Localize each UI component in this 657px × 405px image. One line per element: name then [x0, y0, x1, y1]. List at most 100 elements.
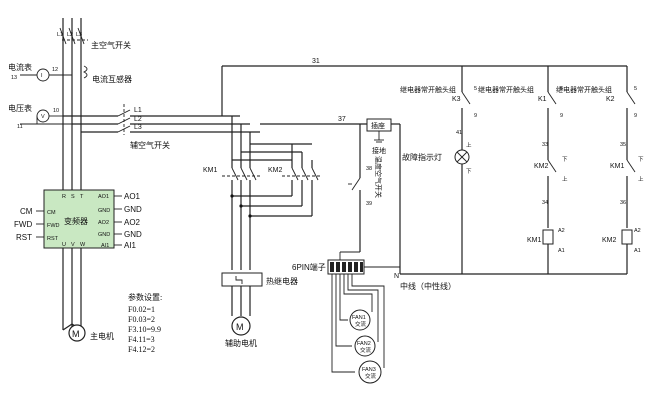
interlock-km2: KM2 [534, 163, 549, 170]
vfd-term-t: T [80, 194, 84, 200]
aux-l1-label: L1 [134, 107, 142, 114]
vfd-ctrl-ao1: AO1 [124, 192, 141, 201]
wire-11: 11 [17, 124, 23, 130]
vfd-term-s: S [71, 194, 75, 200]
relay-header-3: 继电器常开触头组 [556, 85, 612, 94]
neutral-letter: N [394, 273, 399, 280]
wire-39: 39 [366, 201, 372, 207]
relay-branch-fault-lamp: 继电器常开触头组 K3 5 9 41 故障指示灯 上 下 [400, 66, 477, 274]
vfd-left-rst: RST [47, 236, 59, 242]
vfd-ctrl-fwd: FWD [14, 220, 32, 229]
wire-9-c: 9 [634, 113, 637, 119]
aux-breaker-label: 辅空气开关 [130, 140, 170, 150]
ammeter-label: 电流表 [8, 62, 32, 72]
km2-branch-up: 上 [638, 175, 644, 183]
param-3: F3.10=9.9 [128, 325, 161, 334]
relay-branch-km2: 继电器常开触头组 K2 5 9 35 KM1 下 上 36 KM2 A2 A1 [556, 66, 644, 274]
control-wire-31: 31 [221, 58, 627, 116]
relay-branch-km1: 继电器常开触头组 K1 5 9 33 KM2 下 上 34 KM1 A2 A1 [478, 66, 568, 274]
vfd-ctrl-rst: RST [16, 233, 32, 242]
vfd-term-r: R [62, 194, 66, 200]
vfd-right-ao1: AO1 [98, 194, 109, 200]
wire-5-a: 5 [474, 86, 477, 92]
relay-id-k1: K1 [538, 96, 547, 103]
wire-37: 37 [338, 116, 346, 123]
km1-branch-up: 上 [562, 175, 568, 183]
phase-l1-label: L1 [57, 32, 63, 38]
wire-13: 13 [11, 75, 17, 81]
aux-breaker: L1 L2 L3 辅空气开关 [63, 104, 260, 150]
svg-text:M: M [72, 329, 80, 339]
fan3-label: FAN3 [362, 367, 376, 373]
fault-lamp-label: 故障指示灯 [402, 152, 442, 162]
wire-35: 35 [620, 142, 626, 148]
main-motor: M 主电机 [62, 323, 114, 342]
ground-label: 接地 [372, 146, 386, 155]
wire-38: 38 [366, 166, 372, 172]
coil-km1: KM1 [527, 237, 542, 244]
vfd-right-ao2: AO2 [98, 220, 109, 226]
control-wire-37: 37 38 39 温度空气开关 [260, 116, 383, 252]
param-2: F0.03=2 [128, 315, 155, 324]
terminal-block: 6PIN端子 [292, 251, 400, 373]
relay-id-k2: K2 [606, 96, 615, 103]
fan3-ac: 交流 [365, 372, 377, 380]
vfd-term-w: W [80, 242, 86, 248]
terminal-block-label: 6PIN端子 [292, 262, 326, 272]
fan1-ac: 交流 [355, 320, 367, 328]
km1-label: KM1 [203, 167, 218, 174]
wire-36: 36 [620, 200, 626, 206]
wire-9-a: 9 [474, 113, 477, 119]
wire-31: 31 [312, 58, 320, 65]
param-1: F0.02=1 [128, 305, 155, 314]
vfd-right-gnd2: GND [98, 232, 110, 238]
wire-5-b: 5 [560, 86, 563, 92]
lamp-down: 下 [466, 168, 472, 175]
vfd-ctrl-cm: CM [20, 207, 33, 216]
main-phase-lines [62, 18, 82, 330]
svg-text:V: V [41, 114, 45, 120]
wire-41: 41 [456, 130, 462, 136]
aux-motor-label: 辅助电机 [225, 338, 257, 348]
vfd-name: 变频器 [64, 216, 88, 226]
fan2-ac: 交流 [360, 346, 372, 354]
coil2-a2: A2 [634, 228, 641, 234]
wire-33: 33 [542, 142, 548, 148]
fan2-label: FAN2 [357, 341, 371, 347]
fans: FAN1 交流 FAN2 交流 FAN3 交流 [349, 309, 382, 384]
socket: 插座 接地 [366, 118, 401, 274]
vfd-term-v: V [71, 242, 75, 248]
aux-motor: M 辅助电机 [225, 316, 257, 348]
vfd-term-u: U [62, 242, 66, 248]
ammeter: 电流表 I 13 12 [8, 62, 72, 82]
km2-branch-down: 下 [638, 156, 644, 163]
main-breaker: L1 L2 L3 主空气开关 [57, 27, 131, 50]
voltmeter: 电压表 V 10 11 [8, 103, 72, 130]
phase-l3-label: L3 [76, 32, 82, 38]
neutral-label: 中线（中性线） [400, 281, 456, 291]
param-4: F4.11=3 [128, 335, 155, 344]
km2-label: KM2 [268, 167, 283, 174]
neutral-line: N 中线（中性线） [394, 273, 627, 291]
vfd: R S T 变频器 CM FWD RST AO1 GND AO2 GND AI1… [14, 189, 142, 250]
wire-9-b: 9 [560, 113, 563, 119]
relay-header-2: 继电器常开触头组 [478, 85, 534, 94]
param-5: F4.12=2 [128, 345, 155, 354]
coil-km2: KM2 [602, 237, 617, 244]
temp-switch-label: 温度空气开关 [374, 156, 383, 198]
socket-label: 插座 [371, 121, 385, 130]
wire-5-c: 5 [634, 86, 637, 92]
vfd-right-ai1: AI1 [101, 243, 109, 249]
current-transformer: 电流互感器 [82, 65, 132, 84]
coil1-a2: A2 [558, 228, 565, 234]
aux-l3-label: L3 [134, 124, 142, 131]
relay-header-1: 继电器常开触头组 [400, 85, 456, 94]
km1-branch-down: 下 [562, 156, 568, 163]
fan1-label: FAN1 [352, 315, 366, 321]
voltmeter-label: 电压表 [8, 103, 32, 113]
lamp-up: 上 [466, 141, 472, 149]
vfd-ctrl-gnd1: GND [124, 205, 142, 214]
current-transformer-label: 电流互感器 [92, 74, 132, 84]
wire-12: 12 [52, 67, 58, 73]
